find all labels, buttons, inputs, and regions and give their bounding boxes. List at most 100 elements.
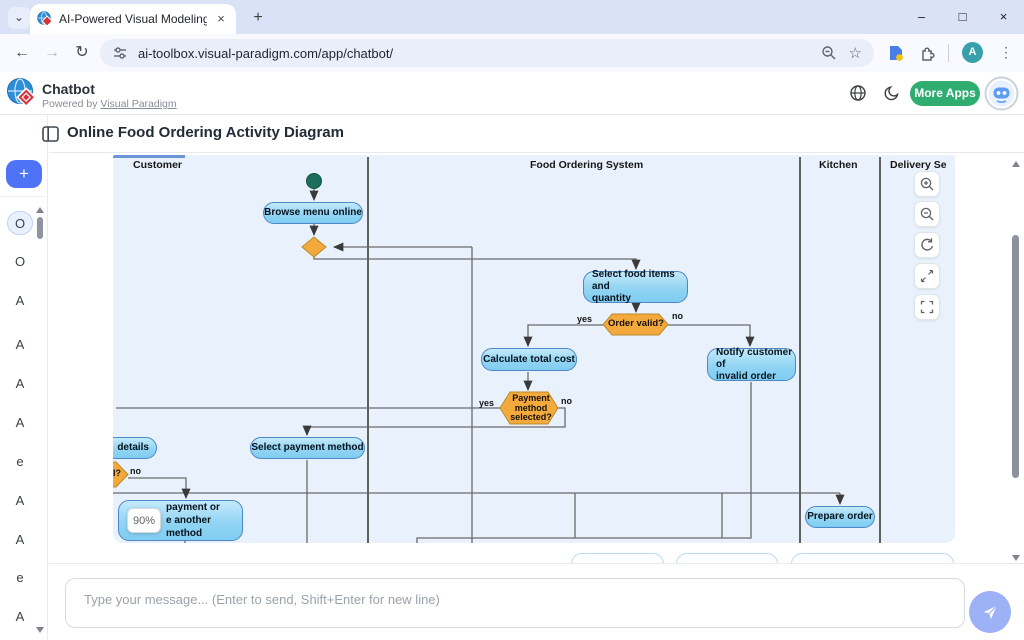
main-content: Online Food Ordering Activity Diagram [42,115,1024,640]
sidebar-scroll-up-icon[interactable] [36,207,44,213]
close-button[interactable]: × [999,9,1008,24]
profile-avatar[interactable]: A [962,42,983,63]
decision-shapes [113,236,669,488]
diagram-connectors [113,157,881,543]
order-valid-decision[interactable] [602,313,669,336]
guard-no: no [672,311,683,321]
more-apps-button[interactable]: More Apps [910,81,980,106]
payment-successful-label-clipped: l? [113,468,121,478]
minimize-button[interactable]: – [917,9,926,24]
sidebar-item[interactable]: A [15,376,25,391]
reset-view-button[interactable] [914,232,940,258]
scroll-up-icon[interactable] [1012,161,1020,167]
tab-title: AI-Powered Visual Modeling Ch [59,12,207,26]
back-button[interactable]: ← [14,44,30,61]
extension-shortcut-icon[interactable] [886,43,906,63]
lane-label-kitchen: Kitchen [819,159,858,171]
lane-label-delivery: Delivery Se [890,159,947,171]
zoom-in-button[interactable] [914,171,940,197]
sidebar-item[interactable]: A [15,415,25,430]
sidebar-scrollbar-thumb[interactable] [37,217,43,239]
browser-tab[interactable]: AI-Powered Visual Modeling Ch × [30,4,236,34]
maximize-button[interactable]: □ [958,9,967,24]
fit-to-screen-button[interactable] [914,263,940,289]
extensions-puzzle-icon[interactable] [918,43,938,63]
zoom-out-button[interactable] [914,201,940,227]
fullscreen-button[interactable] [914,294,940,320]
powered-by: Powered by Visual Paradigm [42,98,177,110]
tab-search-chevron-icon[interactable]: ⌄ [8,7,30,29]
reload-button[interactable]: ↻ [75,44,89,61]
flow-edges [113,189,845,543]
activity-notify-customer[interactable]: Notify customer of invalid order [707,347,796,382]
site-settings-icon[interactable] [112,45,128,61]
url-text[interactable]: ai-toolbox.visual-paradigm.com/app/chatb… [138,45,394,61]
lane-label-food-ordering-system: Food Ordering System [530,159,644,171]
sidebar-item[interactable]: A [15,293,25,308]
activity-select-food[interactable]: Select food items and quantity [583,269,688,304]
app-header: Chatbot Powered by Visual Paradigm More … [0,72,1024,115]
chat-input-bar [49,563,1024,640]
guard-yes: yes [479,398,495,408]
scrollbar-thumb[interactable] [1012,235,1019,478]
zoom-out-page-icon[interactable] [821,45,837,61]
conversation-sidebar: + O O A A A A e A A e A [0,115,48,640]
browser-menu-icon[interactable]: ⋮ [999,44,1013,60]
visual-paradigm-favicon [37,11,53,27]
sidebar-item[interactable]: O [7,211,33,235]
app-title: Chatbot [42,81,95,97]
lane-selection-highlight [113,155,185,158]
diagram-title-bar: Online Food Ordering Activity Diagram [42,115,1024,153]
address-bar[interactable]: ai-toolbox.visual-paradigm.com/app/chatb… [100,39,874,67]
guard-no: no [130,466,141,476]
chat-main-area: Customer Food Ordering System Kitchen De… [49,153,1024,640]
activity-enter-details-clipped[interactable]: details [113,437,157,459]
activity-calculate-total[interactable]: Calculate total cost [481,348,577,371]
sidebar-item[interactable]: A [15,337,25,352]
sidebar-item[interactable]: A [15,493,25,508]
browser-toolbar: ← → ↻ ai-toolbox.visual-paradigm.com/app… [0,34,1024,72]
activity-prepare-order[interactable]: Prepare order [805,506,875,528]
new-tab-button[interactable]: + [253,9,263,26]
sidebar-item[interactable]: A [15,609,25,624]
send-plane-icon [983,605,998,620]
order-valid-label: Order valid? [608,318,664,329]
page-title: Online Food Ordering Activity Diagram [67,124,344,141]
swimlane-boundaries [367,157,881,543]
powered-by-prefix: Powered by [42,98,98,110]
browser-tab-strip: ⌄ AI-Powered Visual Modeling Ch × + – □ … [0,0,1024,34]
new-conversation-button[interactable]: + [6,160,42,188]
sidebar-item[interactable]: O [14,254,26,269]
payment-selected-label: Payment method selected? [510,393,552,422]
send-button[interactable] [969,591,1011,633]
sidebar-item[interactable]: e [16,454,24,469]
activity-diagram-canvas[interactable]: Customer Food Ordering System Kitchen De… [113,155,955,543]
activity-select-payment[interactable]: Select payment method [250,437,365,459]
guard-yes: yes [577,314,593,324]
forward-button[interactable]: → [44,44,60,61]
sidebar-scroll-down-icon[interactable] [36,627,44,633]
initial-node[interactable] [306,173,322,189]
payment-selected-decision[interactable] [499,391,559,425]
chatbot-avatar[interactable] [984,76,1019,111]
language-globe-icon[interactable] [849,84,867,102]
bookmark-star-icon[interactable]: ☆ [848,45,862,62]
zoom-level-badge: 90% [127,508,161,533]
app-body: + O O A A A A e A A e A Online Food Orde [0,115,1024,640]
message-input[interactable] [65,578,965,628]
sidebar-divider [0,196,48,197]
tab-close-icon[interactable]: × [217,11,225,26]
activity-browse-menu[interactable]: Browse menu online [263,202,363,224]
dark-mode-moon-icon[interactable] [884,84,901,101]
sidebar-item[interactable]: e [16,570,24,585]
sidebar-item[interactable]: A [15,532,25,547]
scroll-down-icon[interactable] [1012,555,1020,561]
lane-label-customer: Customer [133,159,183,171]
sidebar-toggle-icon[interactable] [42,126,59,142]
merge-diamond[interactable] [301,236,327,258]
payment-successful-decision[interactable] [113,461,129,488]
visual-paradigm-logo [7,78,37,108]
toolbar-divider [948,44,949,62]
visual-paradigm-link[interactable]: Visual Paradigm [100,98,177,110]
